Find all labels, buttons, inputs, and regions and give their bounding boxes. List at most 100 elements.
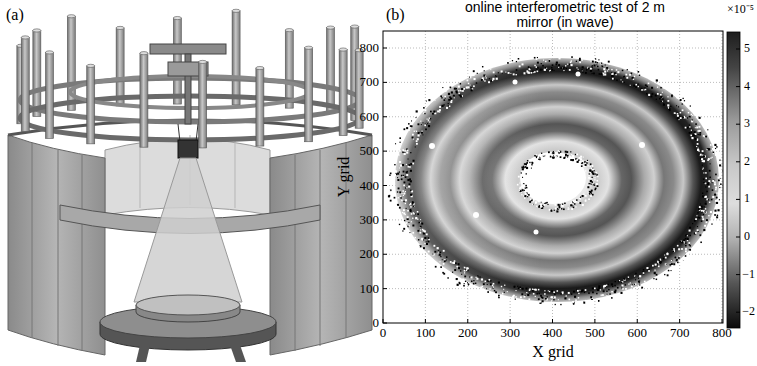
noise-speckle xyxy=(432,253,433,254)
noise-speckle xyxy=(529,68,531,70)
noise-speckle xyxy=(597,289,599,291)
noise-speckle xyxy=(542,300,544,302)
colorbar-label: 5 xyxy=(744,42,750,55)
noise-speckle xyxy=(507,62,509,64)
noise-speckle xyxy=(579,61,581,63)
noise-speckle xyxy=(561,208,562,209)
noise-speckle xyxy=(573,157,575,159)
support-pipe xyxy=(173,16,181,104)
noise-speckle xyxy=(651,94,652,95)
noise-speckle xyxy=(715,200,717,202)
noise-speckle xyxy=(442,259,443,260)
noise-speckle xyxy=(413,213,415,215)
noise-speckle xyxy=(638,71,640,73)
y-tick-label: 100 xyxy=(360,281,380,295)
noise-speckle xyxy=(705,201,706,202)
noise-speckle xyxy=(408,164,410,166)
noise-speckle xyxy=(706,198,708,200)
noise-speckle xyxy=(576,289,578,291)
noise-speckle xyxy=(468,83,470,85)
noise-speckle xyxy=(399,137,401,139)
noise-speckle xyxy=(426,233,428,235)
noise-speckle xyxy=(703,182,704,183)
noise-speckle xyxy=(412,163,414,165)
noise-speckle xyxy=(685,248,687,250)
noise-speckle xyxy=(579,199,580,200)
support-pipe xyxy=(21,36,363,148)
noise-speckle xyxy=(526,173,528,175)
noise-speckle xyxy=(439,111,440,112)
noise-speckle xyxy=(517,299,519,301)
noise-speckle xyxy=(663,103,664,104)
colorbar-tick xyxy=(736,312,740,313)
noise-speckle xyxy=(611,72,612,73)
noise-speckle xyxy=(571,293,573,295)
noise-speckle xyxy=(677,245,679,247)
noise-speckle xyxy=(433,111,435,113)
noise-speckle xyxy=(697,143,699,145)
support-pipe xyxy=(140,52,148,55)
instrument-mount xyxy=(150,44,226,54)
noise-speckle xyxy=(389,190,390,191)
noise-speckle xyxy=(412,160,414,162)
x-tick-label: 700 xyxy=(670,326,690,340)
noise-speckle xyxy=(428,99,430,101)
noise-speckle xyxy=(492,287,494,289)
noise-speckle xyxy=(638,86,639,87)
noise-speckle xyxy=(548,157,549,158)
noise-speckle xyxy=(660,261,662,263)
noise-speckle xyxy=(717,209,719,211)
noise-speckle xyxy=(715,189,717,191)
noise-speckle xyxy=(701,159,702,160)
noise-speckle xyxy=(533,199,535,201)
noise-speckle xyxy=(428,119,430,121)
noise-speckle xyxy=(501,293,502,294)
noise-speckle xyxy=(397,191,398,192)
axis-tick xyxy=(383,185,387,186)
noise-speckle xyxy=(595,61,597,63)
colorbar-label: 1 xyxy=(744,193,750,206)
noise-speckle xyxy=(550,302,551,303)
noise-speckle xyxy=(432,113,434,115)
noise-speckle xyxy=(585,72,586,73)
noise-speckle xyxy=(498,281,500,283)
noise-speckle xyxy=(410,170,412,172)
noise-speckle xyxy=(592,183,593,184)
noise-speckle xyxy=(399,142,400,143)
noise-speckle xyxy=(549,209,551,211)
noise-speckle xyxy=(398,151,399,152)
noise-speckle xyxy=(705,183,706,184)
noise-speckle xyxy=(700,154,702,156)
noise-speckle xyxy=(603,68,605,70)
noise-speckle xyxy=(440,95,442,97)
support-pipe xyxy=(305,46,313,142)
noise-speckle xyxy=(549,60,551,62)
noise-speckle xyxy=(617,287,619,289)
noise-speckle xyxy=(705,136,707,138)
noise-speckle xyxy=(441,97,442,98)
noise-speckle xyxy=(623,278,625,280)
noise-speckle xyxy=(424,124,426,126)
noise-speckle xyxy=(465,77,467,79)
noise-speckle xyxy=(416,110,418,112)
noise-speckle xyxy=(606,291,607,292)
noise-speckle xyxy=(536,157,537,158)
noise-speckle xyxy=(390,173,392,175)
noise-speckle xyxy=(424,109,426,111)
noise-speckle xyxy=(517,184,519,186)
noise-speckle xyxy=(400,197,401,198)
noise-speckle xyxy=(397,177,398,178)
noise-speckle xyxy=(498,297,500,299)
plot-area xyxy=(383,31,723,323)
noise-speckle xyxy=(404,220,405,221)
noise-speckle xyxy=(588,165,589,166)
noise-speckle xyxy=(662,92,663,93)
noise-speckle xyxy=(573,207,574,208)
noise-speckle xyxy=(405,187,406,188)
noise-speckle xyxy=(407,210,409,212)
noise-speckle xyxy=(595,173,596,174)
noise-speckle xyxy=(705,178,707,180)
noise-speckle xyxy=(551,210,552,211)
noise-speckle xyxy=(540,206,542,208)
noise-speckle xyxy=(422,134,423,135)
